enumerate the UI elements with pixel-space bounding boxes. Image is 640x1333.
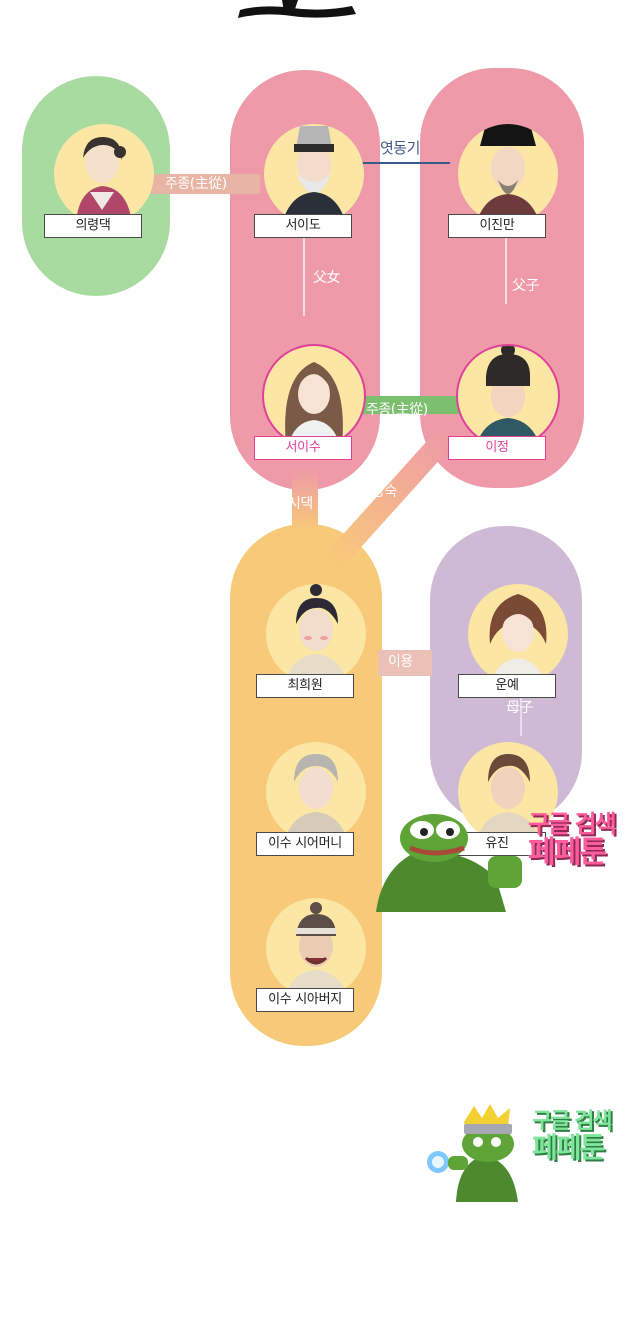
relation-label-usage: 이용: [388, 654, 413, 670]
name-label-isu-father-in-law: 이수 시아버지: [256, 988, 354, 1012]
relation-label-marriage-family: 시댁: [288, 496, 313, 512]
relation-label-master-servant-1: 주종(主從): [165, 176, 227, 192]
link-ijinman-ijeong: [505, 238, 507, 304]
watermark-1-line-2: 페페툰: [528, 835, 607, 871]
relation-label-father-daughter: 父女: [313, 270, 341, 286]
name-label-ijeong: 이정: [448, 436, 546, 460]
name-label-seoisu: 서이수: [254, 436, 352, 460]
portrait-choehuiwon: [266, 584, 366, 684]
portrait-ijinman: [458, 124, 558, 224]
pepe-frog-sticker: [376, 814, 522, 912]
link-seoido-ijinman: [350, 162, 450, 164]
name-label-seoido: 서이도: [254, 214, 352, 238]
link-choehuiwon-unye: [378, 650, 432, 676]
relation-label-rivalry: 앙숙: [372, 484, 397, 500]
name-label-unye: 운예: [458, 674, 556, 698]
brush-stroke-decoration: [238, 0, 356, 18]
link-seoisu-inlaws: [292, 468, 318, 532]
link-unye-yujin: [520, 690, 522, 736]
portrait-seoido: [264, 124, 364, 224]
watermark-1-line-1: 구글 검색: [528, 810, 617, 838]
portrait-uiryeongdaek: [54, 124, 154, 224]
watermark-2-line-2: 페페툰: [532, 1131, 605, 1165]
portrait-seoisu: [264, 346, 364, 446]
relation-label-master-servant-2: 주종(主從): [366, 402, 428, 418]
watermark-2-line-1: 구글 검색: [532, 1109, 613, 1134]
pepe-ninja-sticker: [427, 1104, 518, 1202]
watermark-text-2: 구글 검색 페페툰: [532, 1109, 632, 1165]
portrait-isu-mother-in-law: [266, 742, 366, 842]
link-seoisu-ijeong: [350, 396, 460, 414]
name-label-ijinman: 이진만: [448, 214, 546, 238]
relation-label-old-friends: 엿동기: [380, 139, 420, 157]
portrait-isu-father-in-law: [266, 898, 366, 998]
link-uiryeongdaek-seoido: [150, 174, 260, 194]
relation-label-mother-son: 母子: [506, 700, 534, 716]
portrait-unye: [468, 584, 568, 684]
name-label-uiryeongdaek: 의령댁: [44, 214, 142, 238]
portrait-ijeong: [458, 346, 558, 446]
name-label-choehuiwon: 최희원: [256, 674, 354, 698]
link-seoido-seoisu: [303, 238, 305, 316]
relation-label-father-son: 父子: [512, 278, 540, 294]
name-label-isu-mother-in-law: 이수 시어머니: [256, 832, 354, 856]
watermark-text-1: 구글 검색 페페툰: [528, 810, 638, 871]
